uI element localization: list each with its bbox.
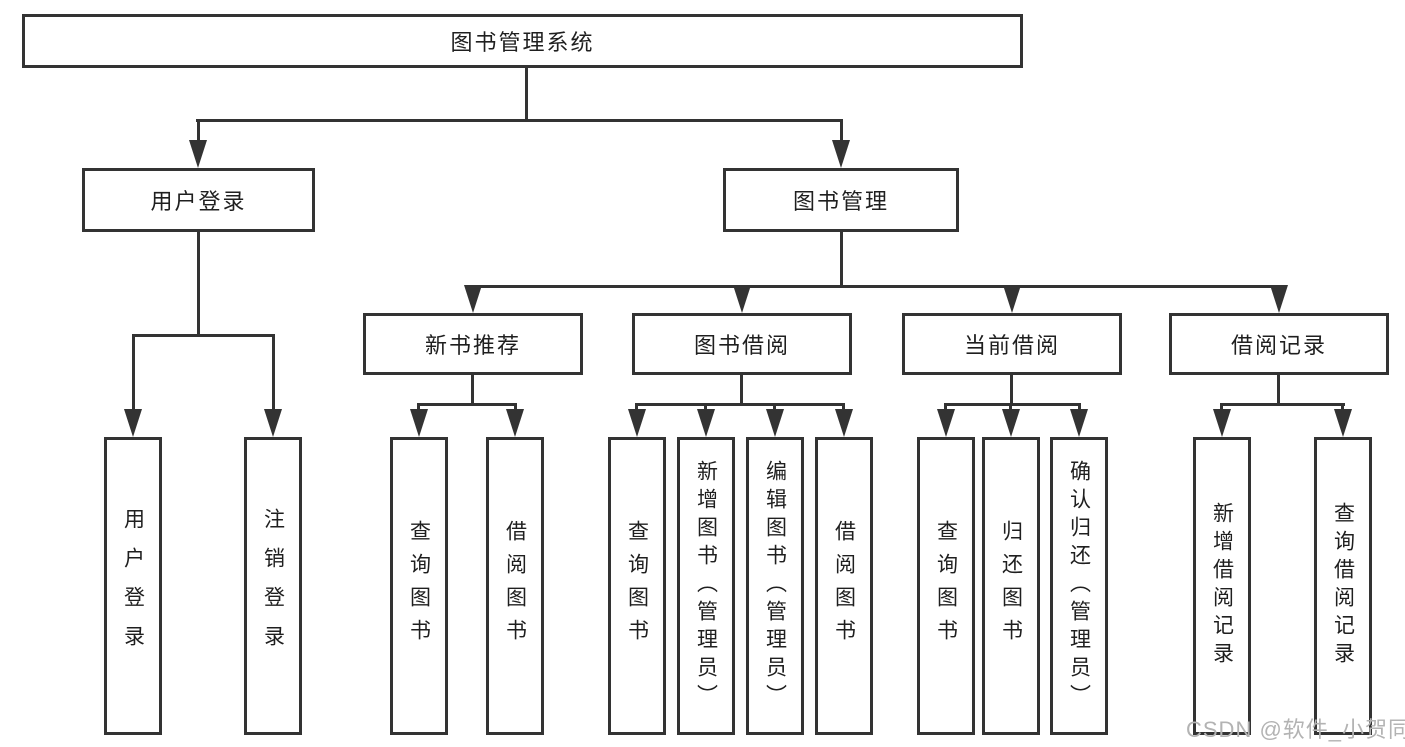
node-label: 用户登录 xyxy=(150,189,247,214)
connector-line xyxy=(635,403,845,406)
connector-line xyxy=(417,403,517,406)
leaf-borrow-book: 借阅图书 xyxy=(815,437,873,735)
connector-root-stub xyxy=(525,68,528,122)
node-label: 新增图书（管理员） xyxy=(694,460,718,712)
arrowhead-down xyxy=(832,140,850,168)
leaf-edit-book-admin: 编辑图书（管理员） xyxy=(746,437,804,735)
node-label: 当前借阅 xyxy=(963,333,1060,358)
leaf-query-book-current: 查询图书 xyxy=(917,437,975,735)
node-label: 查询图书 xyxy=(625,520,649,652)
arrowhead-down xyxy=(835,409,853,437)
connector-line xyxy=(197,232,200,336)
arrowhead-down xyxy=(264,409,282,437)
arrowhead-down xyxy=(506,409,524,437)
connector-line xyxy=(842,403,845,413)
connector-line xyxy=(471,375,474,405)
connector-line xyxy=(635,403,638,413)
node-label: 新书推荐 xyxy=(424,333,521,358)
arrowhead-down xyxy=(464,285,482,313)
connector-line xyxy=(1220,403,1345,406)
arrowhead-down xyxy=(1213,409,1231,437)
node-current-borrow: 当前借阅 xyxy=(902,313,1122,375)
node-label: 新增借阅记录 xyxy=(1210,502,1234,670)
leaf-query-borrow-record: 查询借阅记录 xyxy=(1314,437,1372,735)
node-label: 编辑图书（管理员） xyxy=(763,460,787,712)
node-book-management: 图书管理 xyxy=(723,168,959,232)
connector-line xyxy=(1277,375,1280,405)
connector-line xyxy=(1078,403,1081,413)
node-label: 借阅记录 xyxy=(1230,333,1327,358)
connector-line xyxy=(514,403,517,413)
connector-line xyxy=(1009,403,1012,413)
connector-line xyxy=(417,403,420,413)
node-label: 图书管理系统 xyxy=(450,30,595,55)
node-label: 查询图书 xyxy=(934,520,958,652)
leaf-query-book-recommend: 查询图书 xyxy=(390,437,448,735)
arrowhead-down xyxy=(189,140,207,168)
node-label: 注销登录 xyxy=(261,508,285,664)
arrowhead-down xyxy=(1070,409,1088,437)
connector-line xyxy=(740,375,743,405)
connector-line xyxy=(944,403,1081,406)
arrowhead-down xyxy=(628,409,646,437)
csdn-watermark: CSDN @软件_小贺同学 xyxy=(1186,717,1405,742)
connector-line xyxy=(1341,403,1344,413)
arrowhead-down xyxy=(733,285,751,313)
leaf-add-borrow-record: 新增借阅记录 xyxy=(1193,437,1251,735)
node-label: 查询借阅记录 xyxy=(1331,502,1355,670)
leaf-borrow-book-recommend: 借阅图书 xyxy=(486,437,544,735)
node-book-borrow: 图书借阅 xyxy=(632,313,852,375)
arrowhead-down xyxy=(766,409,784,437)
node-label: 确认归还（管理员） xyxy=(1067,460,1091,712)
leaf-confirm-return-admin: 确认归还（管理员） xyxy=(1050,437,1108,735)
connector-line xyxy=(1220,403,1223,413)
node-user-login-branch: 用户登录 xyxy=(82,168,315,232)
arrowhead-down xyxy=(410,409,428,437)
node-label: 图书借阅 xyxy=(693,333,790,358)
leaf-return-book: 归还图书 xyxy=(982,437,1040,735)
connector-level2-hline xyxy=(196,119,842,122)
connector-line xyxy=(1010,375,1013,405)
connector-line xyxy=(132,334,275,337)
arrowhead-down xyxy=(124,409,142,437)
connector-line xyxy=(944,403,947,413)
arrowhead-down xyxy=(937,409,955,437)
node-label: 图书管理 xyxy=(792,189,889,214)
leaf-logout: 注销登录 xyxy=(244,437,302,735)
connector-line xyxy=(272,334,275,412)
node-label: 借阅图书 xyxy=(503,520,527,652)
arrowhead-down xyxy=(1334,409,1352,437)
node-library-management-system: 图书管理系统 xyxy=(22,14,1023,68)
node-borrow-records: 借阅记录 xyxy=(1169,313,1389,375)
arrowhead-down xyxy=(1003,285,1021,313)
connector-line xyxy=(704,403,707,413)
leaf-user-login: 用户登录 xyxy=(104,437,162,735)
node-label: 借阅图书 xyxy=(832,520,856,652)
arrowhead-down xyxy=(1002,409,1020,437)
node-label: 查询图书 xyxy=(407,520,431,652)
node-label: 归还图书 xyxy=(999,520,1023,652)
connector-line xyxy=(840,232,843,288)
connector-line xyxy=(197,119,200,145)
leaf-query-book-borrow: 查询图书 xyxy=(608,437,666,735)
arrowhead-down xyxy=(1270,285,1288,313)
connector-level3-hline xyxy=(471,285,1282,288)
connector-line xyxy=(132,334,135,412)
node-new-book-recommend: 新书推荐 xyxy=(363,313,583,375)
leaf-add-book-admin: 新增图书（管理员） xyxy=(677,437,735,735)
node-label: 用户登录 xyxy=(121,508,145,664)
connector-line xyxy=(773,403,776,413)
connector-line xyxy=(840,119,843,145)
arrowhead-down xyxy=(697,409,715,437)
